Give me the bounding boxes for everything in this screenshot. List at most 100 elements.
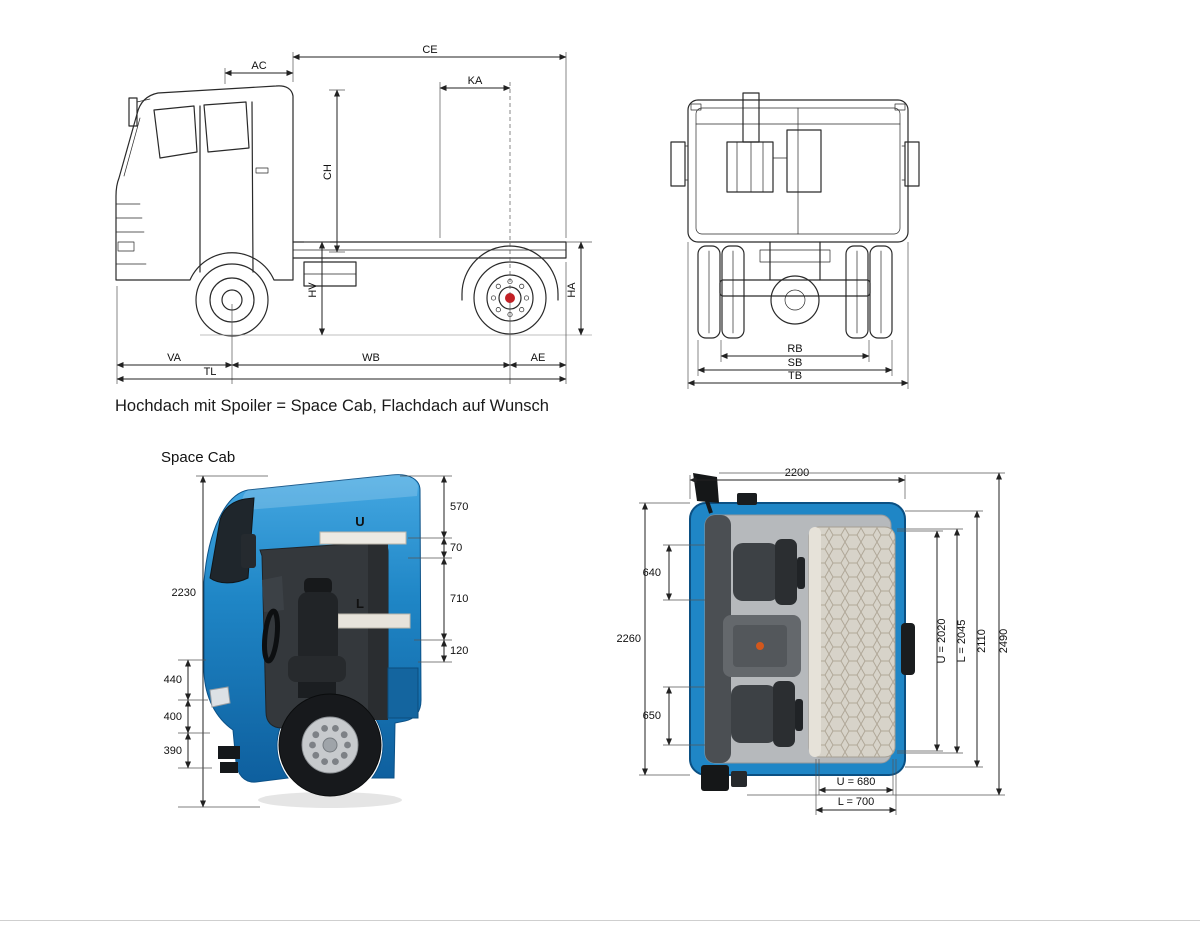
figure-chassis-side-view: CE AC KA CH HV HA VA WB AE TL — [115, 44, 592, 384]
cab-rear-outline — [687, 99, 909, 243]
rear-interior-wall — [368, 544, 388, 720]
windshield-line — [123, 117, 141, 177]
cab-top-dimensions: 2200 640 650 2260 U = 2020 L = 2045 2110… — [617, 467, 1010, 815]
upper-bunk-shelf — [319, 531, 407, 545]
lower-bunk-bed — [337, 613, 411, 629]
dim-label-ha: HA — [566, 282, 578, 298]
rear-axle — [719, 279, 871, 297]
door-edge-rear — [251, 101, 254, 273]
dim-label-rb: RB — [787, 343, 802, 355]
truck-rear-drawing — [670, 92, 920, 339]
marker-lamp-right — [894, 103, 906, 111]
cab-top-drawing — [689, 473, 915, 791]
dim-label-570: 570 — [450, 501, 468, 513]
wheel-lug-holes — [309, 725, 351, 765]
dim-label-ch: CH — [322, 164, 334, 180]
differential-hub — [784, 289, 806, 311]
dim-label-l700: L = 700 — [838, 796, 875, 808]
dim-label-ce: CE — [422, 44, 437, 56]
rear-storage-box — [387, 667, 419, 719]
entry-step-upper — [218, 746, 240, 759]
entry-step-top-view — [701, 765, 729, 791]
dim-label-440: 440 — [164, 674, 182, 686]
dashboard — [262, 576, 284, 612]
dim-label-u2020: U = 2020 — [936, 619, 948, 664]
dim-label-2490: 2490 — [998, 629, 1010, 653]
muffler-ribs — [736, 141, 764, 193]
door-handle — [255, 167, 269, 174]
dim-label-710: 710 — [450, 593, 468, 605]
mirror-left — [670, 141, 689, 187]
dim-label-tl: TL — [204, 366, 217, 378]
dim-label-u680: U = 680 — [837, 776, 876, 788]
dim-label-ac: AC — [251, 60, 266, 72]
mirror-right — [901, 141, 920, 187]
roof-highlight — [242, 474, 418, 510]
marker-lamp-left — [690, 103, 702, 111]
dim-label-120: 120 — [450, 645, 468, 657]
frame-rails — [769, 241, 821, 281]
mirror-arm — [136, 98, 151, 103]
dim-label-ka: KA — [468, 75, 483, 87]
brand-mark — [756, 642, 764, 650]
ground-shadow — [258, 792, 402, 808]
dim-label-2230: 2230 — [172, 587, 196, 599]
space-cab-dimensions: U L 570 70 710 120 2230 440 400 390 — [164, 475, 468, 808]
dim-label-ae: AE — [531, 352, 546, 364]
mirror-arm-top — [705, 500, 713, 514]
differential — [770, 275, 820, 325]
dim-label-tb: TB — [788, 370, 802, 382]
rear-fender — [461, 245, 559, 301]
muffler — [726, 141, 774, 193]
space-cab-title: Space Cab — [161, 449, 236, 466]
dim-label-va: VA — [167, 352, 182, 364]
dim-label-2110: 2110 — [976, 629, 988, 653]
zone-label-lower: L — [356, 596, 364, 611]
zone-label-upper: U — [355, 514, 364, 529]
dim-label-hv: HV — [307, 282, 319, 298]
mirror-top-left — [693, 473, 719, 503]
caption-text: Hochdach mit Spoiler = Space Cab, Flachd… — [115, 397, 549, 415]
dim-label-2260: 2260 — [617, 633, 641, 645]
page-edge-line — [0, 920, 1200, 921]
headlight — [117, 241, 135, 252]
side-view-dimensions: CE AC KA CH HV HA VA WB AE TL — [116, 44, 592, 384]
rear-wheels — [697, 245, 893, 339]
headlight — [209, 686, 231, 708]
truck-side-drawing — [115, 85, 592, 337]
bunk-mattress — [808, 526, 896, 758]
driver-seat — [288, 578, 346, 698]
steering-wheel — [261, 608, 281, 664]
rear-view-dimensions: RB SB TB — [687, 242, 909, 389]
cab-outline — [115, 85, 294, 281]
dim-label-wb: WB — [362, 352, 380, 364]
mirror — [128, 97, 138, 127]
figure-space-cab-side: U L 570 70 710 120 2230 440 400 390 — [164, 474, 468, 808]
dim-label-sb: SB — [788, 357, 803, 369]
entry-step-small — [731, 771, 747, 787]
door-window — [203, 101, 250, 153]
air-filter-box — [786, 129, 822, 193]
wheel-center-cap — [322, 737, 338, 753]
hub-red-center — [505, 293, 515, 303]
grille-lines — [115, 203, 147, 265]
dim-label-70: 70 — [450, 542, 462, 554]
space-cab-drawing — [203, 474, 422, 808]
figure-cab-rear-view: RB SB TB — [670, 92, 920, 389]
dim-label-400: 400 — [164, 711, 182, 723]
driver-seat-top — [733, 539, 805, 605]
passenger-seat-top — [731, 681, 803, 747]
front-wheel-photo — [278, 693, 382, 797]
side-window — [153, 105, 198, 159]
crossmember — [759, 249, 831, 263]
dim-label-650: 650 — [643, 710, 661, 722]
dim-label-390: 390 — [164, 745, 182, 757]
door-mirror — [241, 534, 256, 568]
figure-cab-top-view: 2200 640 650 2260 U = 2020 L = 2045 2110… — [617, 467, 1010, 815]
panel-seams — [695, 107, 901, 235]
dim-label-640: 640 — [643, 567, 661, 579]
entry-step-lower — [220, 762, 238, 773]
dim-label-l2045: L = 2045 — [956, 620, 968, 663]
dashboard-strip — [705, 515, 731, 763]
mirror-right-side — [901, 623, 915, 675]
